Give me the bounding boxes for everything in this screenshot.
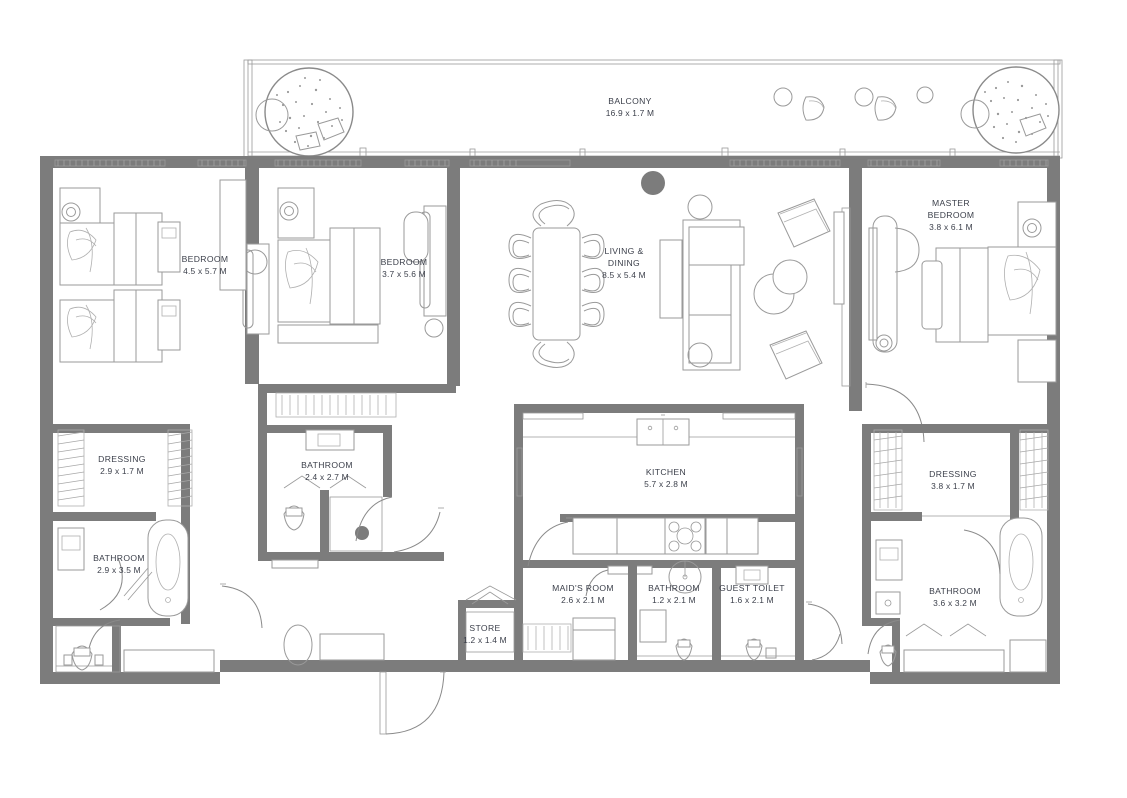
label-bathroom-maid-name: BATHROOM [648,583,700,593]
label-guest-toilet-name: GUEST TOILET [719,583,785,593]
center-bathroom-zone [220,384,456,666]
bedroom-2-zone [274,159,450,344]
label-bathroom-right-name: BATHROOM [929,586,981,596]
label-balcony-name: BALCONY [608,96,652,106]
label-bedroom-2-dims: 3.7 x 5.6 M [382,269,426,279]
label-guest-toilet-dims: 1.6 x 2.1 M [730,595,774,605]
store-zone [458,585,517,660]
label-bedroom-1-name: BEDROOM [182,254,229,264]
balcony-planter-right [960,66,1060,154]
structural-walls [40,156,1060,684]
label-maids-room-dims: 2.6 x 2.1 M [561,595,605,605]
balcony-seating [773,86,934,121]
label-store-dims: 1.2 x 1.4 M [463,635,507,645]
label-master-bedroom-name: MASTER [932,198,970,208]
label-dressing-left-name: DRESSING [98,454,146,464]
label-maids-room-name: MAID'S ROOM [552,583,614,593]
label-living-dining-name2: DINING [608,258,640,268]
label-bathroom-left-name: BATHROOM [93,553,145,563]
label-dressing-left-dims: 2.9 x 1.7 M [100,466,144,476]
label-bedroom-1-dims: 4.5 x 5.7 M [183,266,227,276]
label-store-name: STORE [469,623,500,633]
armchair-bottom [769,330,823,380]
label-bathroom-mid-dims: 2.4 x 2.7 M [305,472,349,482]
label-living-dining-dims: 8.5 x 5.4 M [602,270,646,280]
left-wet-zone [40,424,215,684]
label-bedroom-2-name: BEDROOM [381,257,428,267]
label-kitchen-name: KITCHEN [646,467,686,477]
label-dressing-right-dims: 3.8 x 1.7 M [931,481,975,491]
right-wet-zone [862,424,1060,684]
label-bathroom-maid-dims: 1.2 x 2.1 M [652,595,696,605]
label-bathroom-mid-name: BATHROOM [301,460,353,470]
armchair-top [777,198,831,248]
living-dining-zone [469,159,851,387]
label-bathroom-right-dims: 3.6 x 3.2 M [933,598,977,608]
label-master-bedroom-dims: 3.8 x 6.1 M [929,222,973,232]
label-dressing-right-name: DRESSING [929,469,977,479]
bedroom-1-zone [54,159,270,363]
kitchen-zone [514,404,804,597]
master-bedroom-zone [865,159,1057,443]
main-entrance [379,671,446,735]
balcony-planter-left [255,67,354,157]
label-balcony-dims: 16.9 x 1.7 M [606,108,655,118]
label-master-bedroom-name2: BEDROOM [928,210,975,220]
label-living-dining-name: LIVING & [604,246,643,256]
label-kitchen-dims: 5.7 x 2.8 M [644,479,688,489]
room-labels: BALCONY 16.9 x 1.7 M BEDROOM 4.5 x 5.7 M… [93,96,981,645]
service-rooms-zone [514,560,843,661]
label-bathroom-left-dims: 2.9 x 3.5 M [97,565,141,575]
